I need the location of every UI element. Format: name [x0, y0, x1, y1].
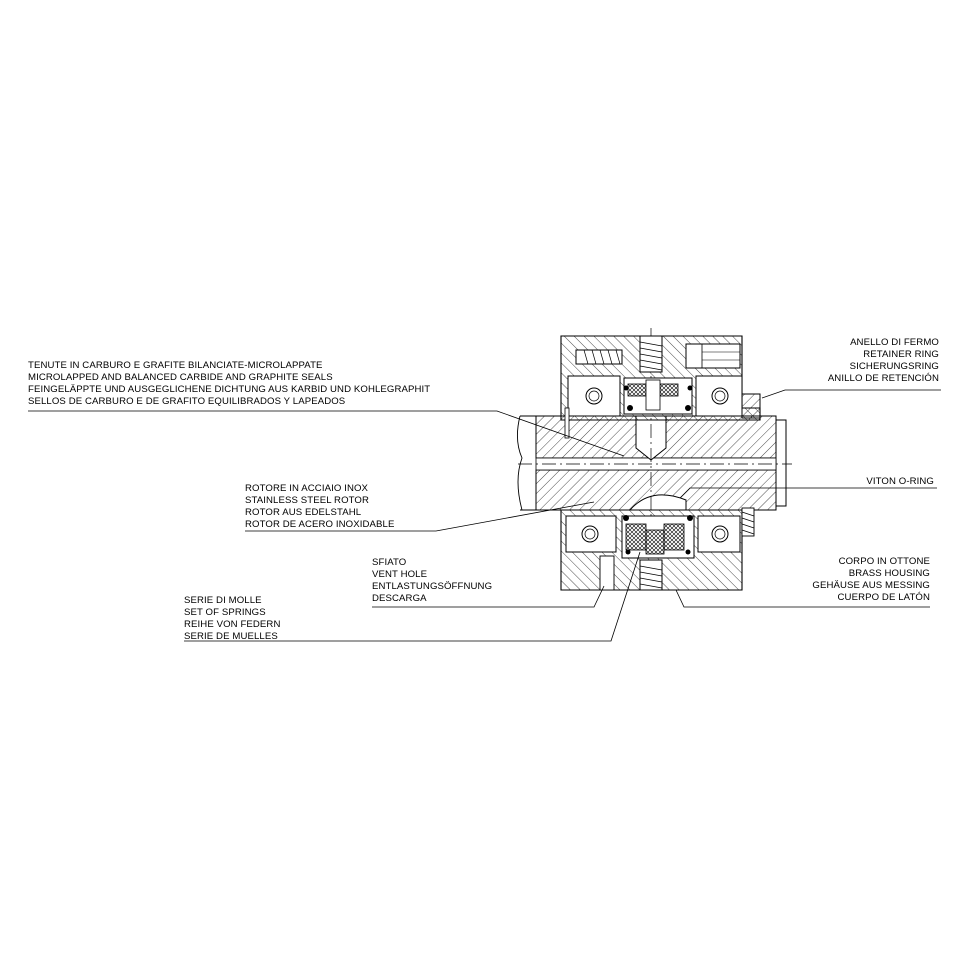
leader-housing: [675, 589, 930, 608]
leader-rotor: [245, 501, 595, 532]
label-housing-it: CORPO IN OTTONE: [838, 556, 930, 567]
rotor-shaft: [517, 415, 787, 511]
label-vent-hole: SFIATO VENT HOLE ENTLASTUNGSÖFFNUNG DESC…: [372, 557, 492, 605]
label-retainer-de: SICHERUNGSRING: [849, 361, 939, 372]
label-oring-en: VITON O-RING: [866, 476, 934, 487]
label-springs-en: SET OF SPRINGS: [184, 607, 266, 618]
label-housing-en: BRASS HOUSING: [848, 568, 930, 579]
label-seals-de: FEINGELÄPPTE UND AUSGEGLICHENE DICHTUNG …: [28, 384, 431, 395]
label-housing-es: CUERPO DE LATÓN: [837, 592, 930, 603]
label-vent-it: SFIATO: [372, 557, 407, 568]
label-viton-oring: VITON O-RING: [866, 476, 934, 488]
leader-lines: [28, 389, 941, 642]
leader-seals: [28, 410, 625, 457]
leader-retainer: [761, 389, 941, 399]
leader-oring: [679, 487, 937, 499]
label-retainer-en: RETAINER RING: [863, 349, 939, 360]
label-seals-it: TENUTE IN CARBURO E GRAFITE BILANCIATE-M…: [28, 360, 323, 371]
upper-housing: [560, 335, 761, 439]
label-vent-es: DESCARGA: [372, 593, 427, 604]
label-rotor-it: ROTORE IN ACCIAIO INOX: [245, 483, 369, 494]
label-retainer-es: ANILLO DE RETENCIÓN: [827, 373, 939, 384]
label-springs-de: REIHE VON FEDERN: [184, 619, 281, 630]
label-seals-en: MICROLAPPED AND BALANCED CARBIDE AND GRA…: [28, 372, 333, 383]
label-seals-es: SELLOS DE CARBURO E DE GRAFITO EQUILIBRA…: [28, 396, 346, 407]
label-housing-de: GEHÄUSE AUS MESSING: [812, 580, 930, 591]
label-rotor-en: STAINLESS STEEL ROTOR: [245, 495, 370, 506]
leader-vent: [372, 585, 605, 608]
lower-housing: [560, 507, 755, 591]
label-rotor: ROTORE IN ACCIAIO INOX STAINLESS STEEL R…: [245, 483, 394, 531]
label-brass-housing: CORPO IN OTTONE BRASS HOUSING GEHÄUSE AU…: [812, 556, 930, 604]
label-springs-it: SERIE DI MOLLE: [184, 595, 262, 606]
label-rotor-de: ROTOR AUS EDELSTAHL: [245, 507, 362, 518]
label-springs: SERIE DI MOLLE SET OF SPRINGS REIHE VON …: [184, 595, 280, 643]
label-retainer-it: ANELLO DI FERMO: [850, 337, 939, 348]
label-retainer-ring: ANELLO DI FERMO RETAINER RING SICHERUNGS…: [828, 337, 939, 385]
label-springs-es: SERIE DE MUELLES: [184, 631, 278, 642]
label-seals: TENUTE IN CARBURO E GRAFITE BILANCIATE-M…: [28, 360, 430, 408]
label-vent-de: ENTLASTUNGSÖFFNUNG: [372, 581, 493, 592]
label-vent-en: VENT HOLE: [372, 569, 428, 580]
leader-springs: [184, 551, 641, 642]
label-rotor-es: ROTOR DE ACERO INOXIDABLE: [245, 519, 395, 530]
